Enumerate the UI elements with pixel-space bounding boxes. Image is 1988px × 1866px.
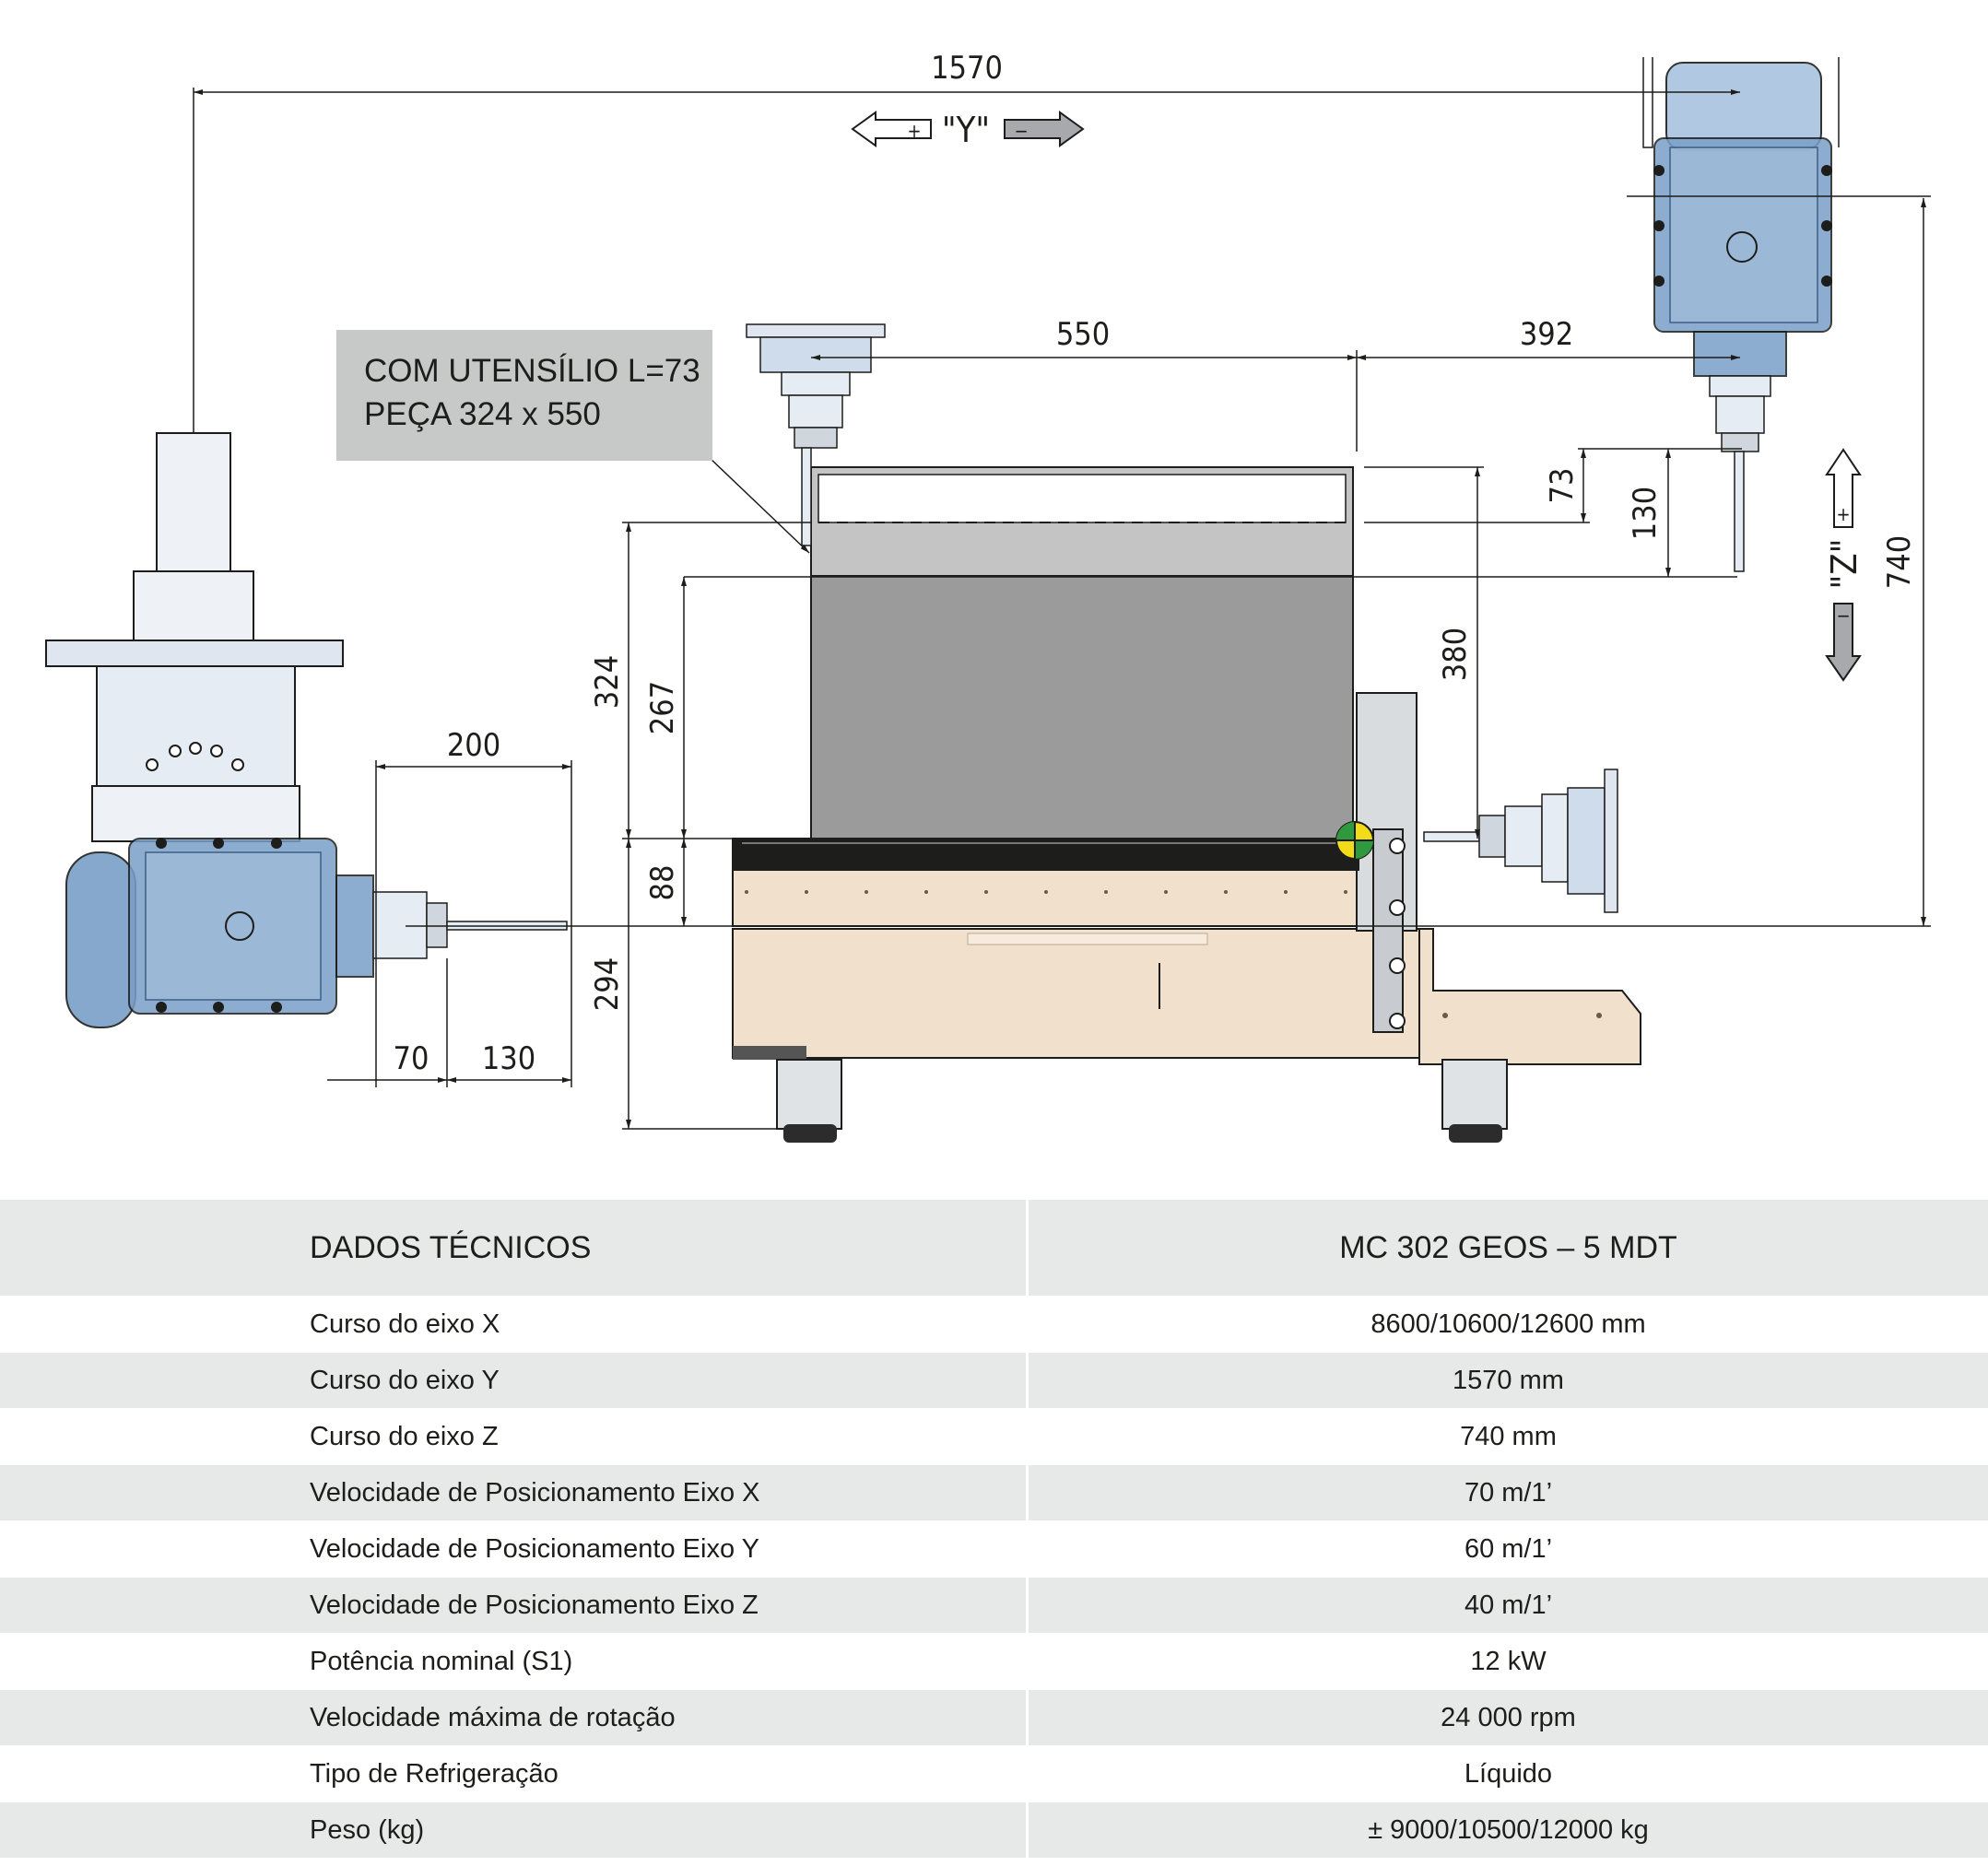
table-row: Velocidade de Posicionamento Eixo X 70 m… [0, 1464, 1988, 1520]
table-row: Curso do eixo Y 1570 mm [0, 1352, 1988, 1408]
machine-foot-left [776, 1059, 842, 1143]
spindle-head-top-right [1642, 57, 1840, 572]
header-label: DADOS TÉCNICOS [0, 1200, 1026, 1296]
row-label: Velocidade de Posicionamento Eixo X [0, 1464, 1026, 1520]
row-label: Tipo de Refrigeração [0, 1745, 1026, 1801]
dim-740: 740 [1881, 535, 1918, 589]
technical-data-table: DADOS TÉCNICOS MC 302 GEOS – 5 MDT Curso… [0, 1200, 1988, 1858]
dim-130-right: 130 [1627, 487, 1664, 540]
support-column [1356, 692, 1417, 1033]
tool-note-box: COM UTENSÍLIO L=73 PEÇA 324 x 550 [336, 330, 712, 461]
axis-y-plus-arrow-icon [851, 111, 932, 147]
header-model: MC 302 GEOS – 5 MDT [1026, 1200, 1988, 1296]
dim-380: 380 [1437, 628, 1474, 681]
table-row: Peso (kg) ± 9000/10500/12000 kg [0, 1801, 1988, 1858]
dim-392: 392 [1520, 316, 1573, 353]
machine-base [732, 838, 1641, 1065]
table-row: Curso do eixo X 8600/10600/12600 mm [0, 1296, 1988, 1352]
axis-z-plus-arrow-icon [1825, 448, 1862, 528]
table-row: Velocidade máxima de rotação 24 000 rpm [0, 1689, 1988, 1745]
axis-y-indicator: + "Y" − [851, 110, 1085, 150]
machine-foot-right [1441, 1059, 1508, 1143]
row-label: Velocidade de Posicionamento Eixo Z [0, 1577, 1026, 1633]
axis-y-minus-arrow-icon [1004, 111, 1085, 147]
dim-130-left: 130 [482, 1040, 535, 1077]
row-value: 12 kW [1026, 1633, 1988, 1689]
row-value: 70 m/1’ [1026, 1464, 1988, 1520]
spindle-side-right [1423, 769, 1618, 913]
dim-324: 324 [589, 655, 626, 709]
row-value: 740 mm [1026, 1408, 1988, 1464]
row-label: Peso (kg) [0, 1801, 1026, 1858]
row-value: Líquido [1026, 1745, 1988, 1801]
axis-z-plus: + [1836, 503, 1850, 525]
dimension-labels: 1570 550 392 73 130 740 380 324 267 88 2… [394, 50, 1918, 1077]
note-line-2: PEÇA 324 x 550 [364, 396, 601, 432]
table-row: Velocidade de Posicionamento Eixo Z 40 m… [0, 1577, 1988, 1633]
table-row: Velocidade de Posicionamento Eixo Y 60 m… [0, 1520, 1988, 1577]
row-label: Velocidade de Posicionamento Eixo Y [0, 1520, 1026, 1577]
axis-z-minus-arrow-icon [1825, 603, 1862, 682]
note-line-1: COM UTENSÍLIO L=73 [364, 353, 700, 389]
axis-y-minus: − [1014, 120, 1028, 142]
row-value: 1570 mm [1026, 1352, 1988, 1408]
dim-294: 294 [589, 957, 626, 1011]
row-label: Curso do eixo Y [0, 1352, 1026, 1408]
table-row: Curso do eixo Z 740 mm [0, 1408, 1988, 1464]
axis-z-minus: − [1836, 604, 1850, 627]
axis-y-label: "Y" [942, 110, 990, 150]
row-value: ± 9000/10500/12000 kg [1026, 1801, 1988, 1858]
axis-z-label: "Z" [1824, 539, 1864, 590]
row-label: Curso do eixo X [0, 1296, 1026, 1352]
dimension-lines [193, 88, 1931, 1130]
dim-550: 550 [1056, 316, 1110, 353]
reference-point-marker [1335, 821, 1374, 860]
axis-y-plus: + [907, 120, 921, 142]
dim-200: 200 [447, 727, 500, 764]
dim-73: 73 [1544, 468, 1581, 504]
dim-1570: 1570 [931, 50, 1003, 87]
table-header-row: DADOS TÉCNICOS MC 302 GEOS – 5 MDT [0, 1200, 1988, 1296]
row-value: 8600/10600/12600 mm [1026, 1296, 1988, 1352]
row-value: 24 000 rpm [1026, 1689, 1988, 1745]
row-label: Velocidade máxima de rotação [0, 1689, 1026, 1745]
table-row: Tipo de Refrigeração Líquido [0, 1745, 1988, 1801]
workpiece [733, 466, 1359, 871]
dim-267: 267 [644, 681, 681, 734]
row-label: Potência nominal (S1) [0, 1633, 1026, 1689]
machine-technical-drawing: 1570 550 392 73 130 740 380 324 267 88 2… [45, 50, 1931, 1143]
dim-88: 88 [644, 865, 681, 901]
row-value: 60 m/1’ [1026, 1520, 1988, 1577]
axis-z-indicator: + "Z" − [1824, 448, 1864, 682]
row-value: 40 m/1’ [1026, 1577, 1988, 1633]
dim-70: 70 [394, 1040, 429, 1077]
table-row: Potência nominal (S1) 12 kW [0, 1633, 1988, 1689]
row-label: Curso do eixo Z [0, 1408, 1026, 1464]
